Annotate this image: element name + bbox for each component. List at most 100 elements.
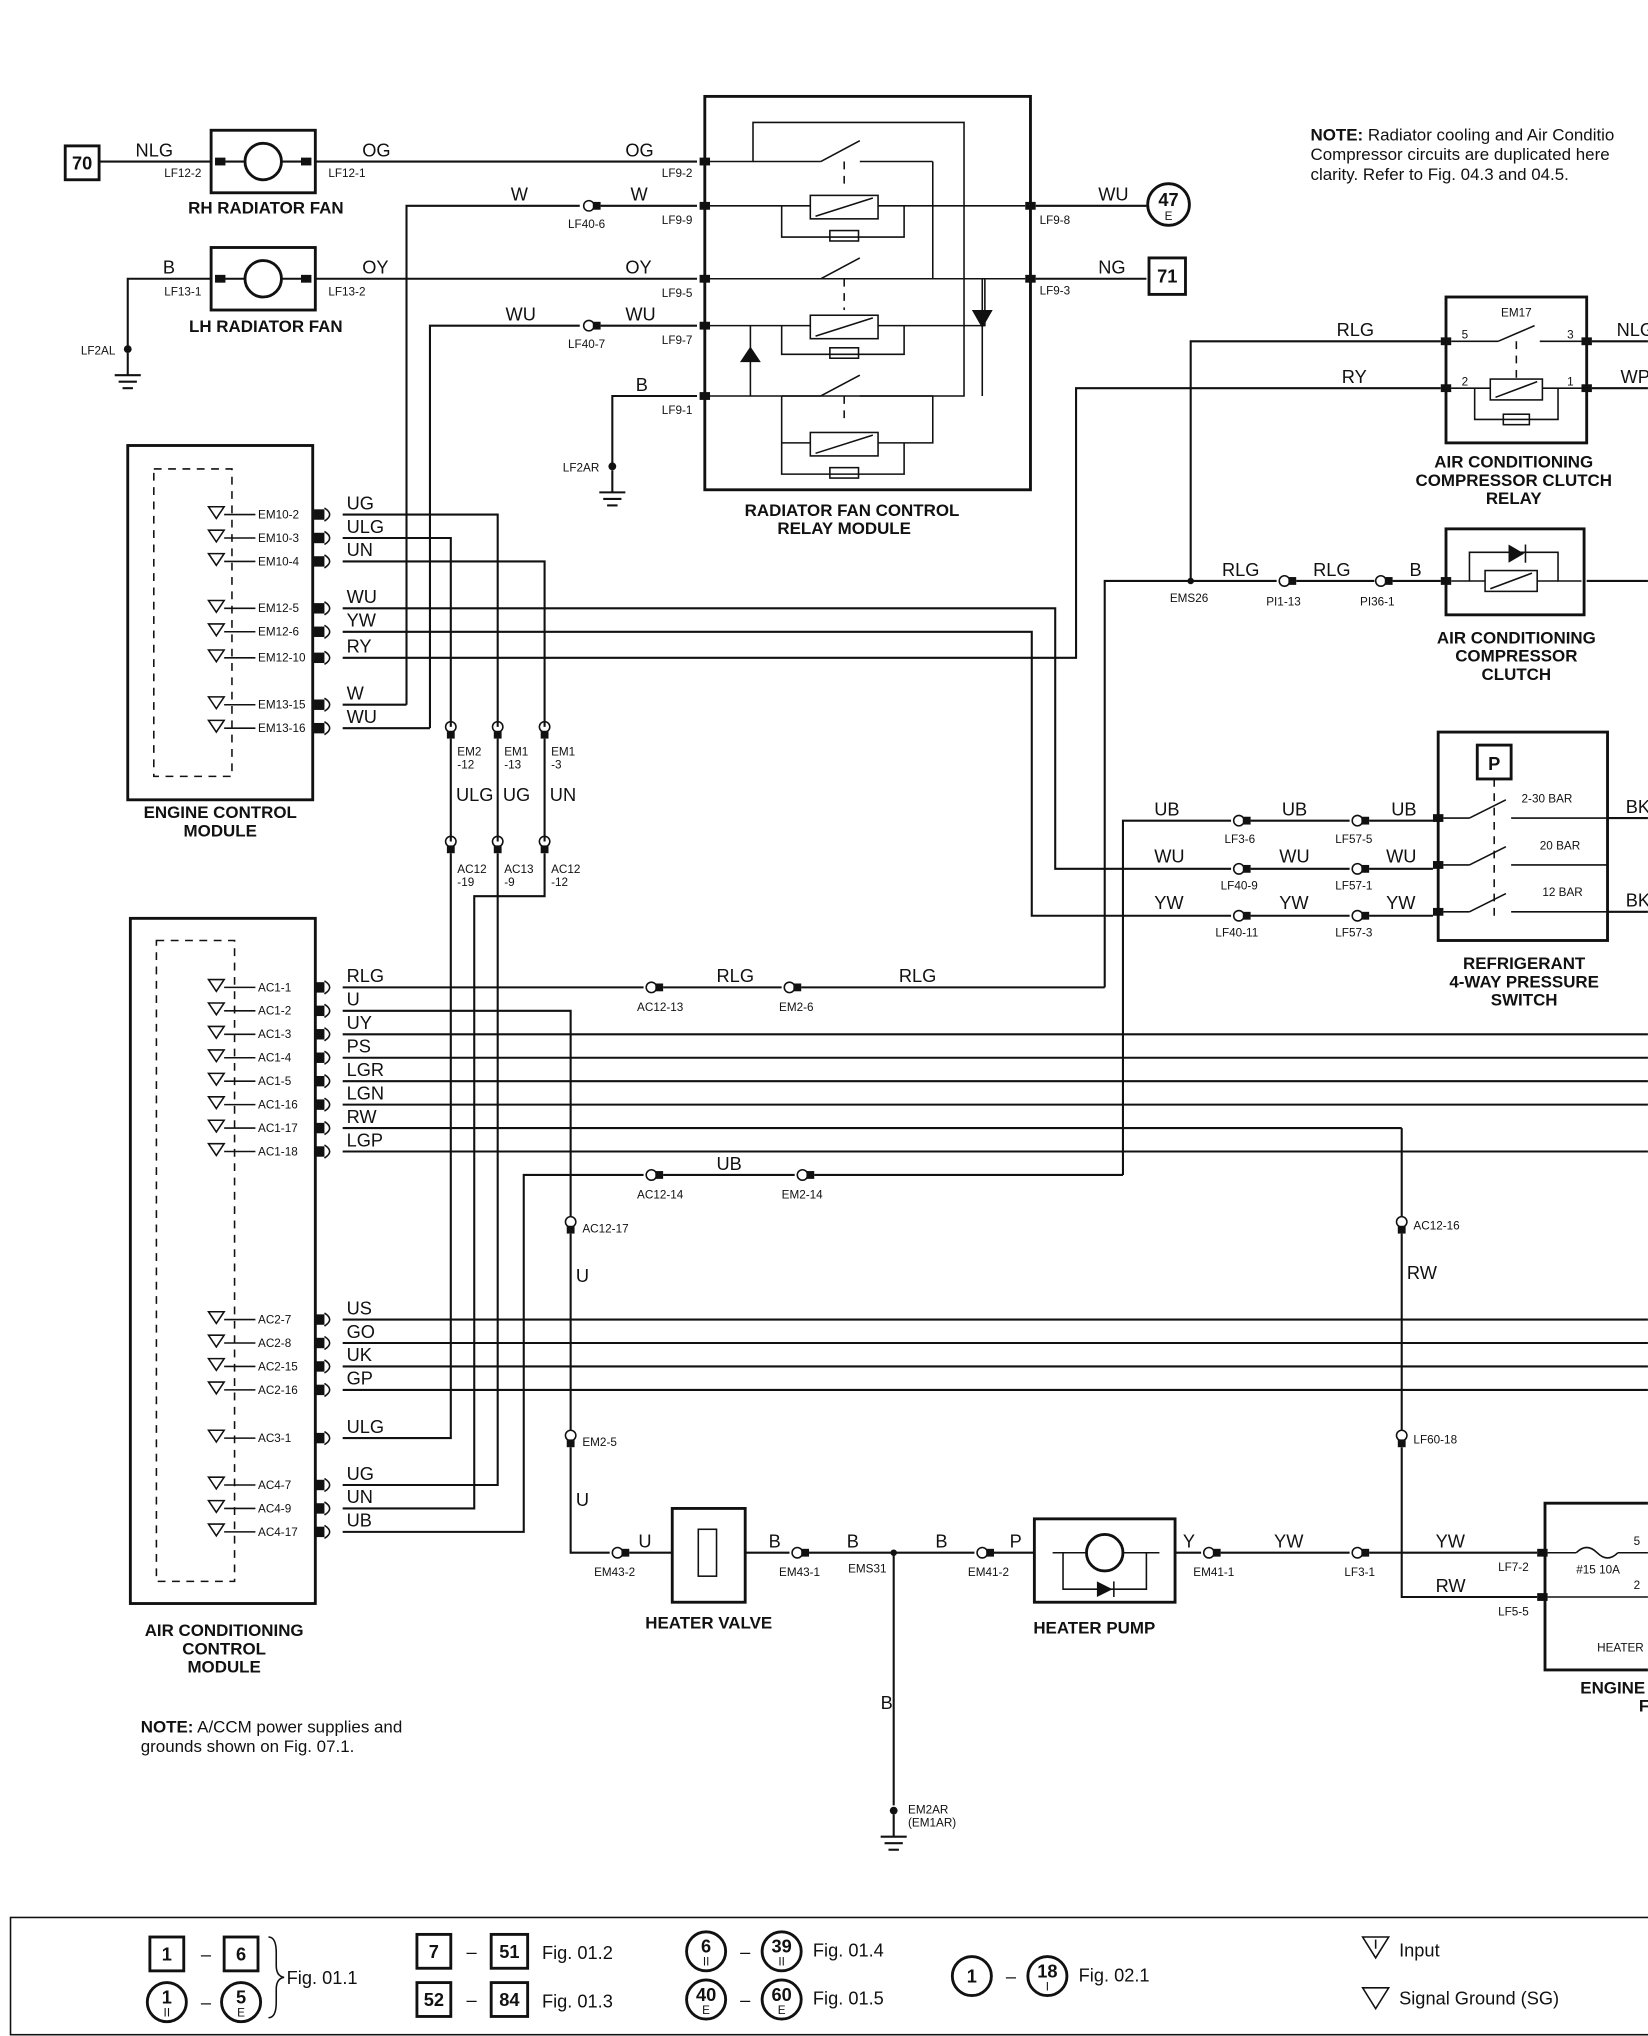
svg-text:RY: RY (1342, 366, 1367, 387)
svg-text:CLUTCH: CLUTCH (1482, 665, 1552, 684)
wire-label: ULG (347, 516, 384, 537)
svg-text:U: U (576, 1489, 589, 1510)
accm-pin-ac1-2: AC1-2U (207, 989, 360, 1019)
lh-radiator-fan-label: LH RADIATOR FAN (189, 317, 343, 336)
svg-text:OG: OG (362, 139, 390, 160)
svg-text:EM17: EM17 (1501, 307, 1532, 320)
svg-text:LF9-1: LF9-1 (662, 404, 693, 417)
accm-pin-ac2-16: AC2-16 GP (207, 1368, 373, 1398)
svg-text:18: 18 (1037, 1960, 1057, 1981)
wire-label: GP (347, 1368, 373, 1389)
svg-text:LF9-3: LF9-3 (1040, 284, 1071, 297)
svg-text:AC12-14: AC12-14 (637, 1188, 684, 1201)
wire-label: RLG (347, 965, 384, 986)
wire-label: UB (347, 1510, 372, 1531)
svg-text:B: B (935, 1531, 947, 1552)
svg-text:LF2AL: LF2AL (81, 344, 116, 357)
wire-label: PS (347, 1036, 371, 1057)
svg-text:WU: WU (1154, 845, 1184, 866)
svg-text:LF13-1: LF13-1 (164, 286, 201, 299)
wire-label: UY (347, 1012, 372, 1033)
svg-text:LF9-2: LF9-2 (662, 167, 693, 180)
svg-text:LF9-9: LF9-9 (662, 214, 693, 227)
svg-text:-13: -13 (504, 759, 521, 772)
wire-label: UG (347, 1463, 374, 1484)
svg-text:CONTROL: CONTROL (182, 1639, 266, 1658)
svg-text:YW: YW (1279, 892, 1309, 913)
svg-text:EM2-14: EM2-14 (782, 1188, 824, 1201)
svg-text:COMPRESSOR CLUTCH: COMPRESSOR CLUTCH (1415, 471, 1612, 490)
ecm-pin-em10-2: EM10-2UG (207, 492, 374, 522)
svg-text:BK: BK (1626, 796, 1648, 817)
svg-text:B: B (636, 374, 648, 395)
ecm-pin-em12-5: EM12-5WU (207, 586, 377, 616)
svg-text:HEATER: HEATER (1597, 1642, 1644, 1655)
wire-label: LGR (347, 1059, 384, 1080)
svg-text:LF13-2: LF13-2 (328, 286, 365, 299)
svg-text:WP: WP (1621, 366, 1648, 387)
accm-pin-ac1-4: AC1-4PS (207, 1036, 371, 1065)
svg-text:U: U (576, 1265, 589, 1286)
svg-text:NLG: NLG (1617, 319, 1648, 340)
pin-label: AC2-8 (258, 1337, 292, 1350)
svg-text:ENGINE CONTROL: ENGINE CONTROL (144, 803, 297, 822)
svg-text:ENGINE: ENGINE (1580, 1678, 1645, 1697)
svg-text:E: E (778, 2004, 786, 2017)
svg-text:E: E (702, 2004, 710, 2017)
engine-fuse-box-partial: LF7-2 LF5-5 5 #15 10A 2 HEATER ENGINE F (1498, 1501, 1648, 1716)
svg-text:NLG: NLG (136, 139, 173, 160)
svg-text:WU: WU (1279, 845, 1309, 866)
svg-text:OY: OY (625, 257, 651, 278)
ecm-pin-em10-4: EM10-4UN (207, 539, 373, 569)
svg-text:2-30 BAR: 2-30 BAR (1522, 792, 1573, 805)
svg-text:6: 6 (236, 1943, 246, 1964)
accm-pin-ac2-7: AC2-7US (207, 1297, 372, 1327)
wire-label: WU (347, 586, 377, 607)
svg-text:RLG: RLG (717, 965, 754, 986)
svg-text:EMS26: EMS26 (1170, 592, 1208, 605)
svg-text:EM2: EM2 (457, 746, 481, 759)
svg-text:NG: NG (1098, 257, 1125, 278)
pin-label: AC2-16 (258, 1384, 298, 1397)
svg-text:MODULE: MODULE (187, 1658, 260, 1677)
svg-text:B: B (163, 257, 175, 278)
em-connectors: EM2-12 EM1-13 EM1-3 ULG UG UN AC12-19 AC… (444, 720, 580, 889)
svg-text:7: 7 (429, 1941, 439, 1962)
pin-label: AC3-1 (258, 1432, 291, 1445)
svg-text:–: – (467, 1941, 478, 1962)
svg-text:LF9-7: LF9-7 (662, 334, 693, 347)
heater-valve: HEATER VALVE (645, 1507, 772, 1632)
svg-text:LF40-11: LF40-11 (1215, 927, 1258, 940)
svg-text:–: – (201, 1943, 212, 1964)
svg-text:II: II (778, 1956, 785, 1969)
svg-text:HEATER PUMP: HEATER PUMP (1033, 1618, 1155, 1637)
svg-text:Signal Ground (SG): Signal Ground (SG) (1399, 1988, 1559, 2009)
svg-text:1: 1 (162, 1986, 172, 2007)
svg-text:W: W (631, 184, 649, 205)
svg-text:HEATER VALVE: HEATER VALVE (645, 1613, 772, 1632)
wire-label: U (347, 989, 360, 1010)
svg-text:UB: UB (1154, 798, 1179, 819)
svg-text:REFRIGERANT: REFRIGERANT (1463, 954, 1586, 973)
pin-label: AC2-7 (258, 1313, 291, 1326)
svg-text:PI1-13: PI1-13 (1266, 596, 1301, 609)
svg-text:52: 52 (424, 1989, 444, 2010)
pin-label: AC2-15 (258, 1360, 298, 1373)
svg-text:1: 1 (162, 1943, 172, 1964)
svg-text:UB: UB (1282, 798, 1307, 819)
pin-label: AC4-7 (258, 1479, 291, 1492)
note-bottom: NOTE: A/CCM power supplies and grounds s… (141, 1717, 402, 1756)
svg-text:NOTE: Radiator cooling and Air: NOTE: Radiator cooling and Air Conditio (1311, 126, 1615, 145)
svg-text:#15 10A: #15 10A (1576, 1564, 1620, 1577)
pin-label: EM10-4 (258, 555, 300, 568)
accm-pin-list: AC1-1RLGAC1-2UAC1-3UYAC1-4PSAC1-5LGRAC1-… (207, 965, 384, 1540)
wire-label: GO (347, 1321, 375, 1342)
svg-text:LF40-9: LF40-9 (1221, 880, 1258, 893)
svg-text:Fig. 01.5: Fig. 01.5 (813, 1988, 884, 2009)
svg-text:LF3-1: LF3-1 (1344, 1566, 1375, 1579)
svg-text:WU: WU (506, 303, 536, 324)
